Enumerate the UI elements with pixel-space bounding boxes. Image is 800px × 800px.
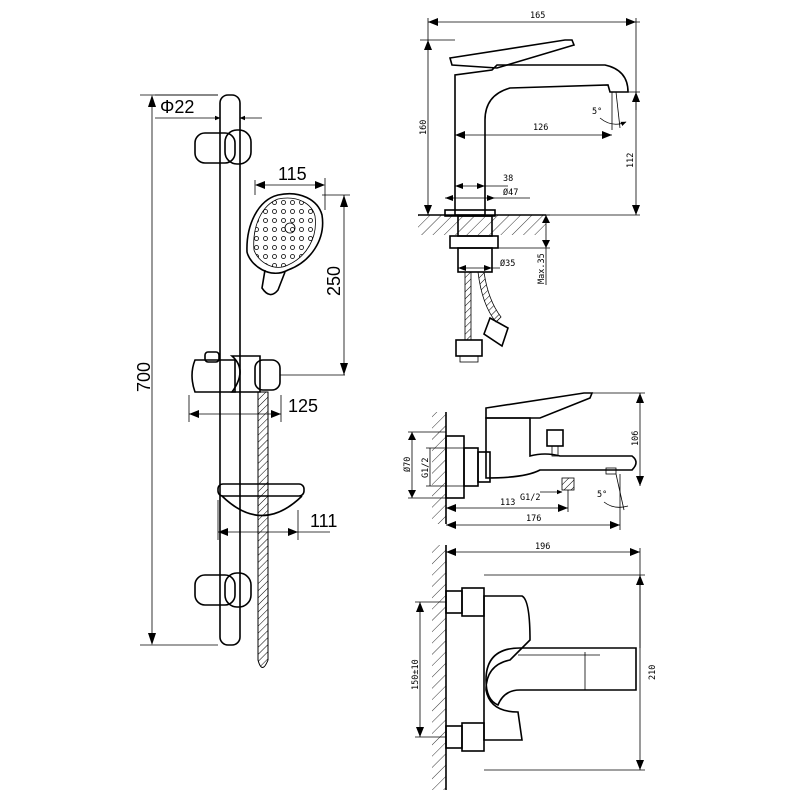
hand-shower bbox=[246, 193, 324, 296]
shower-hose bbox=[257, 391, 269, 668]
basin-mixer-view: 165 160 126 5° 112 38 Ø47 bbox=[418, 11, 640, 363]
basin-handle bbox=[448, 39, 576, 69]
basin-width-label: 165 bbox=[530, 11, 545, 21]
centers-label: 150±10 bbox=[411, 659, 421, 690]
bath-offset-label: 113 bbox=[500, 498, 515, 508]
bath-handle bbox=[485, 392, 594, 419]
bath-height-label: 106 bbox=[631, 431, 641, 446]
shower-rail-view: Φ22 700 115 250 125 111 bbox=[134, 94, 350, 668]
thread-top-label: G1/2 bbox=[421, 458, 431, 478]
rosette-diameter-label: Ø70 bbox=[402, 457, 413, 472]
bracket-reach-label: 125 bbox=[288, 396, 318, 416]
basin-body bbox=[454, 64, 629, 216]
hole-diameter-label: Ø35 bbox=[500, 258, 515, 269]
head-width-label: 115 bbox=[278, 164, 307, 184]
bath-reach-label: 176 bbox=[526, 514, 541, 524]
max-thickness-label: Max.35 bbox=[537, 253, 547, 284]
bath-front-body bbox=[483, 595, 531, 741]
bath-angle-label: 5° bbox=[597, 490, 607, 500]
bath-front-width-label: 196 bbox=[535, 542, 550, 552]
head-length-label: 250 bbox=[324, 266, 344, 296]
bath-mixer-side-view: 106 Ø70 G1/2 G1/2 113 5° 176 bbox=[402, 392, 645, 530]
dish-reach-label: 111 bbox=[310, 511, 337, 531]
base-diameter-label: Ø47 bbox=[503, 187, 518, 198]
rail-height-label: 700 bbox=[134, 362, 154, 392]
basin-height-label: 160 bbox=[419, 120, 429, 135]
bath-mixer-front-view: 196 150±10 210 bbox=[411, 542, 658, 790]
rail-pipe bbox=[219, 94, 241, 646]
top-bracket bbox=[194, 129, 252, 165]
thread-bottom-label: G1/2 bbox=[520, 493, 540, 503]
spout-reach-label: 126 bbox=[533, 123, 548, 133]
slider-holder bbox=[191, 351, 281, 393]
rail-diameter-label: Φ22 bbox=[160, 97, 194, 117]
base-offset-label: 38 bbox=[503, 174, 513, 184]
bath-body bbox=[485, 417, 637, 479]
spout-height-label: 112 bbox=[626, 153, 636, 168]
bottom-bracket bbox=[194, 572, 252, 608]
bath-front-height-label: 210 bbox=[648, 665, 658, 680]
basin-angle-label: 5° bbox=[592, 107, 602, 117]
bath-front-spout bbox=[485, 647, 637, 707]
